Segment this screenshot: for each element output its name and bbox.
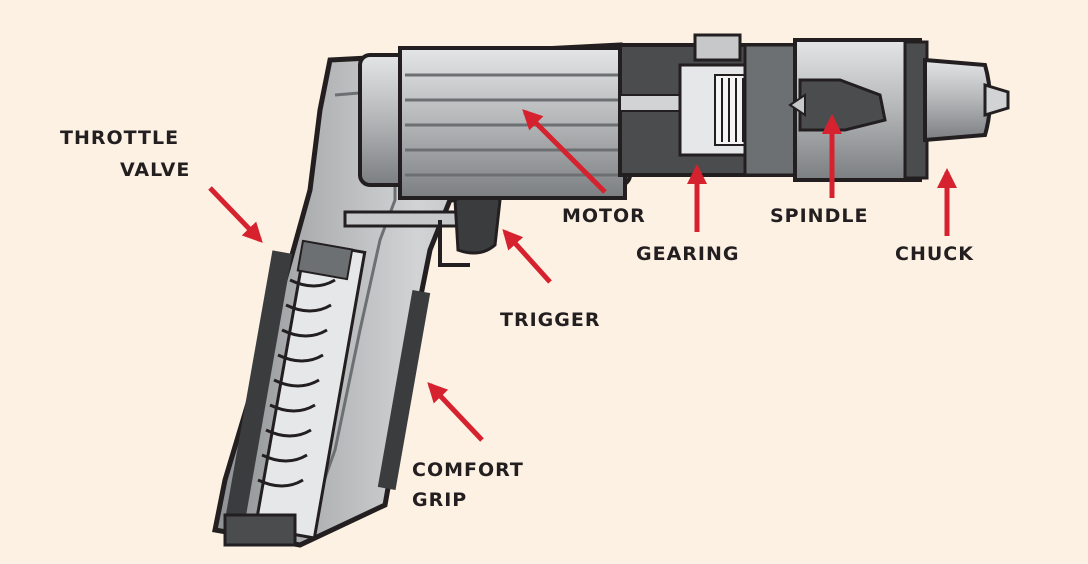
arrow-comfort-grip [427, 382, 484, 442]
label-spindle: SPINDLE [770, 205, 868, 227]
arrow-throttle-valve [208, 186, 263, 243]
label-throttle-line1: THROTTLE [60, 127, 179, 149]
label-motor: MOTOR [562, 205, 646, 227]
label-comfort-grip-line2: GRIP [412, 489, 467, 511]
throttle-valve-spring [253, 239, 367, 540]
handle-base-cap [223, 513, 297, 547]
label-throttle-line2: VALVE [120, 159, 190, 181]
arrow-motor [522, 109, 607, 194]
chuck-assembly [788, 38, 1010, 182]
gearing [618, 33, 802, 177]
arrow-trigger [502, 229, 552, 284]
comfort-grip-ridges [223, 250, 431, 530]
label-gearing: GEARING [636, 243, 739, 265]
label-comfort-grip-line1: COMFORT [412, 459, 524, 481]
label-chuck: CHUCK [895, 243, 974, 265]
label-trigger: TRIGGER [500, 309, 600, 331]
